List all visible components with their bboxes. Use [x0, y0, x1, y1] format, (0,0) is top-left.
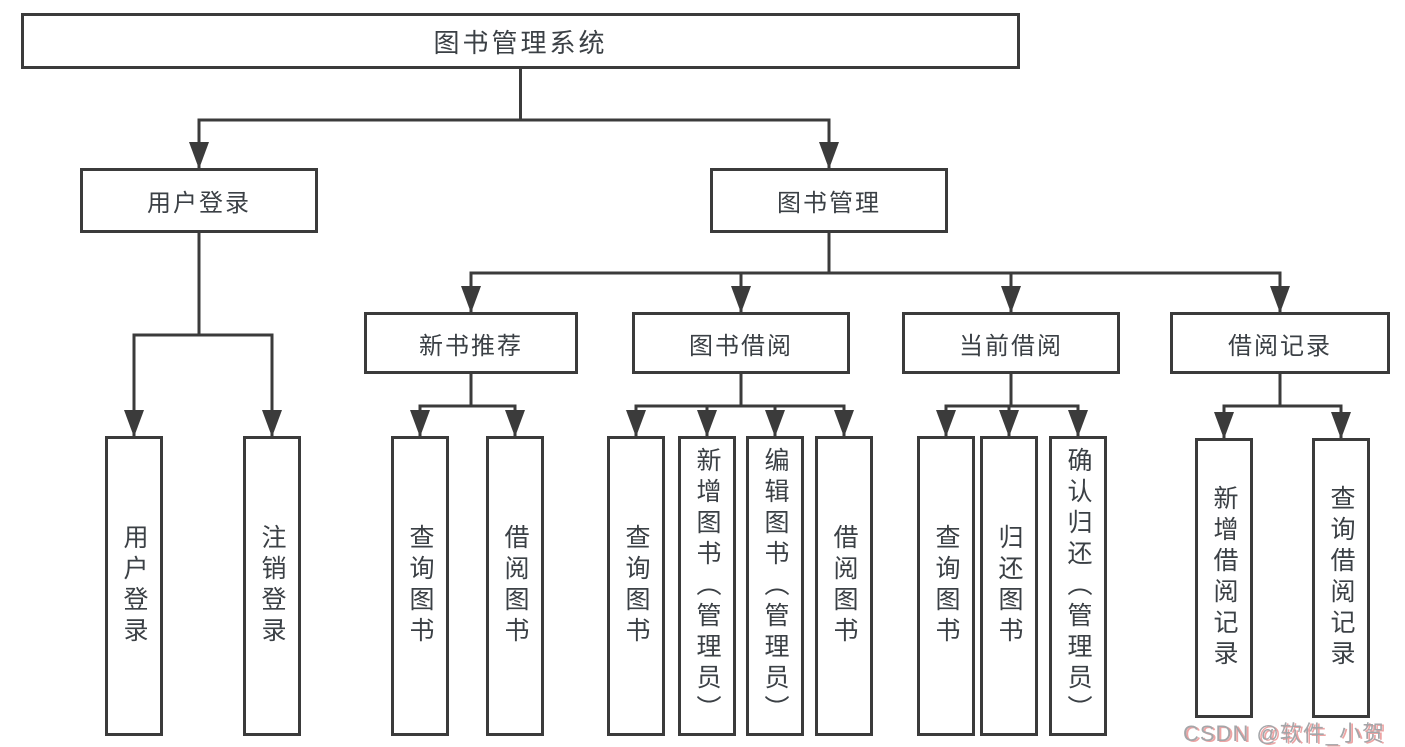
node-borrow-books-rec: 借阅图书	[486, 436, 544, 736]
node-new-book-rec: 新书推荐	[364, 312, 578, 374]
connector-lines	[124, 67, 1351, 440]
node-query-books-rec: 查询图书	[391, 436, 449, 736]
node-logout-action: 注销登录	[243, 436, 301, 736]
node-query-books-current: 查询图书	[917, 436, 975, 736]
node-query-books-borrow: 查询图书	[607, 436, 665, 736]
node-borrow-books-borrow: 借阅图书	[815, 436, 873, 736]
node-book-borrow: 图书借阅	[632, 312, 850, 374]
node-edit-book-admin: 编辑图书（管理员）	[746, 436, 804, 736]
node-root: 图书管理系统	[21, 13, 1020, 69]
node-user-login: 用户登录	[80, 168, 318, 233]
node-query-borrow-record: 查询借阅记录	[1312, 438, 1370, 718]
node-borrow-records: 借阅记录	[1170, 312, 1390, 374]
node-confirm-return-admin: 确认归还（管理员）	[1049, 436, 1107, 736]
node-user-login-action: 用户登录	[105, 436, 163, 736]
node-add-borrow-record: 新增借阅记录	[1195, 438, 1253, 718]
node-current-borrow: 当前借阅	[902, 312, 1120, 374]
node-book-mgmt: 图书管理	[710, 168, 948, 233]
node-add-book-admin: 新增图书（管理员）	[678, 436, 736, 736]
node-return-books: 归还图书	[980, 436, 1038, 736]
